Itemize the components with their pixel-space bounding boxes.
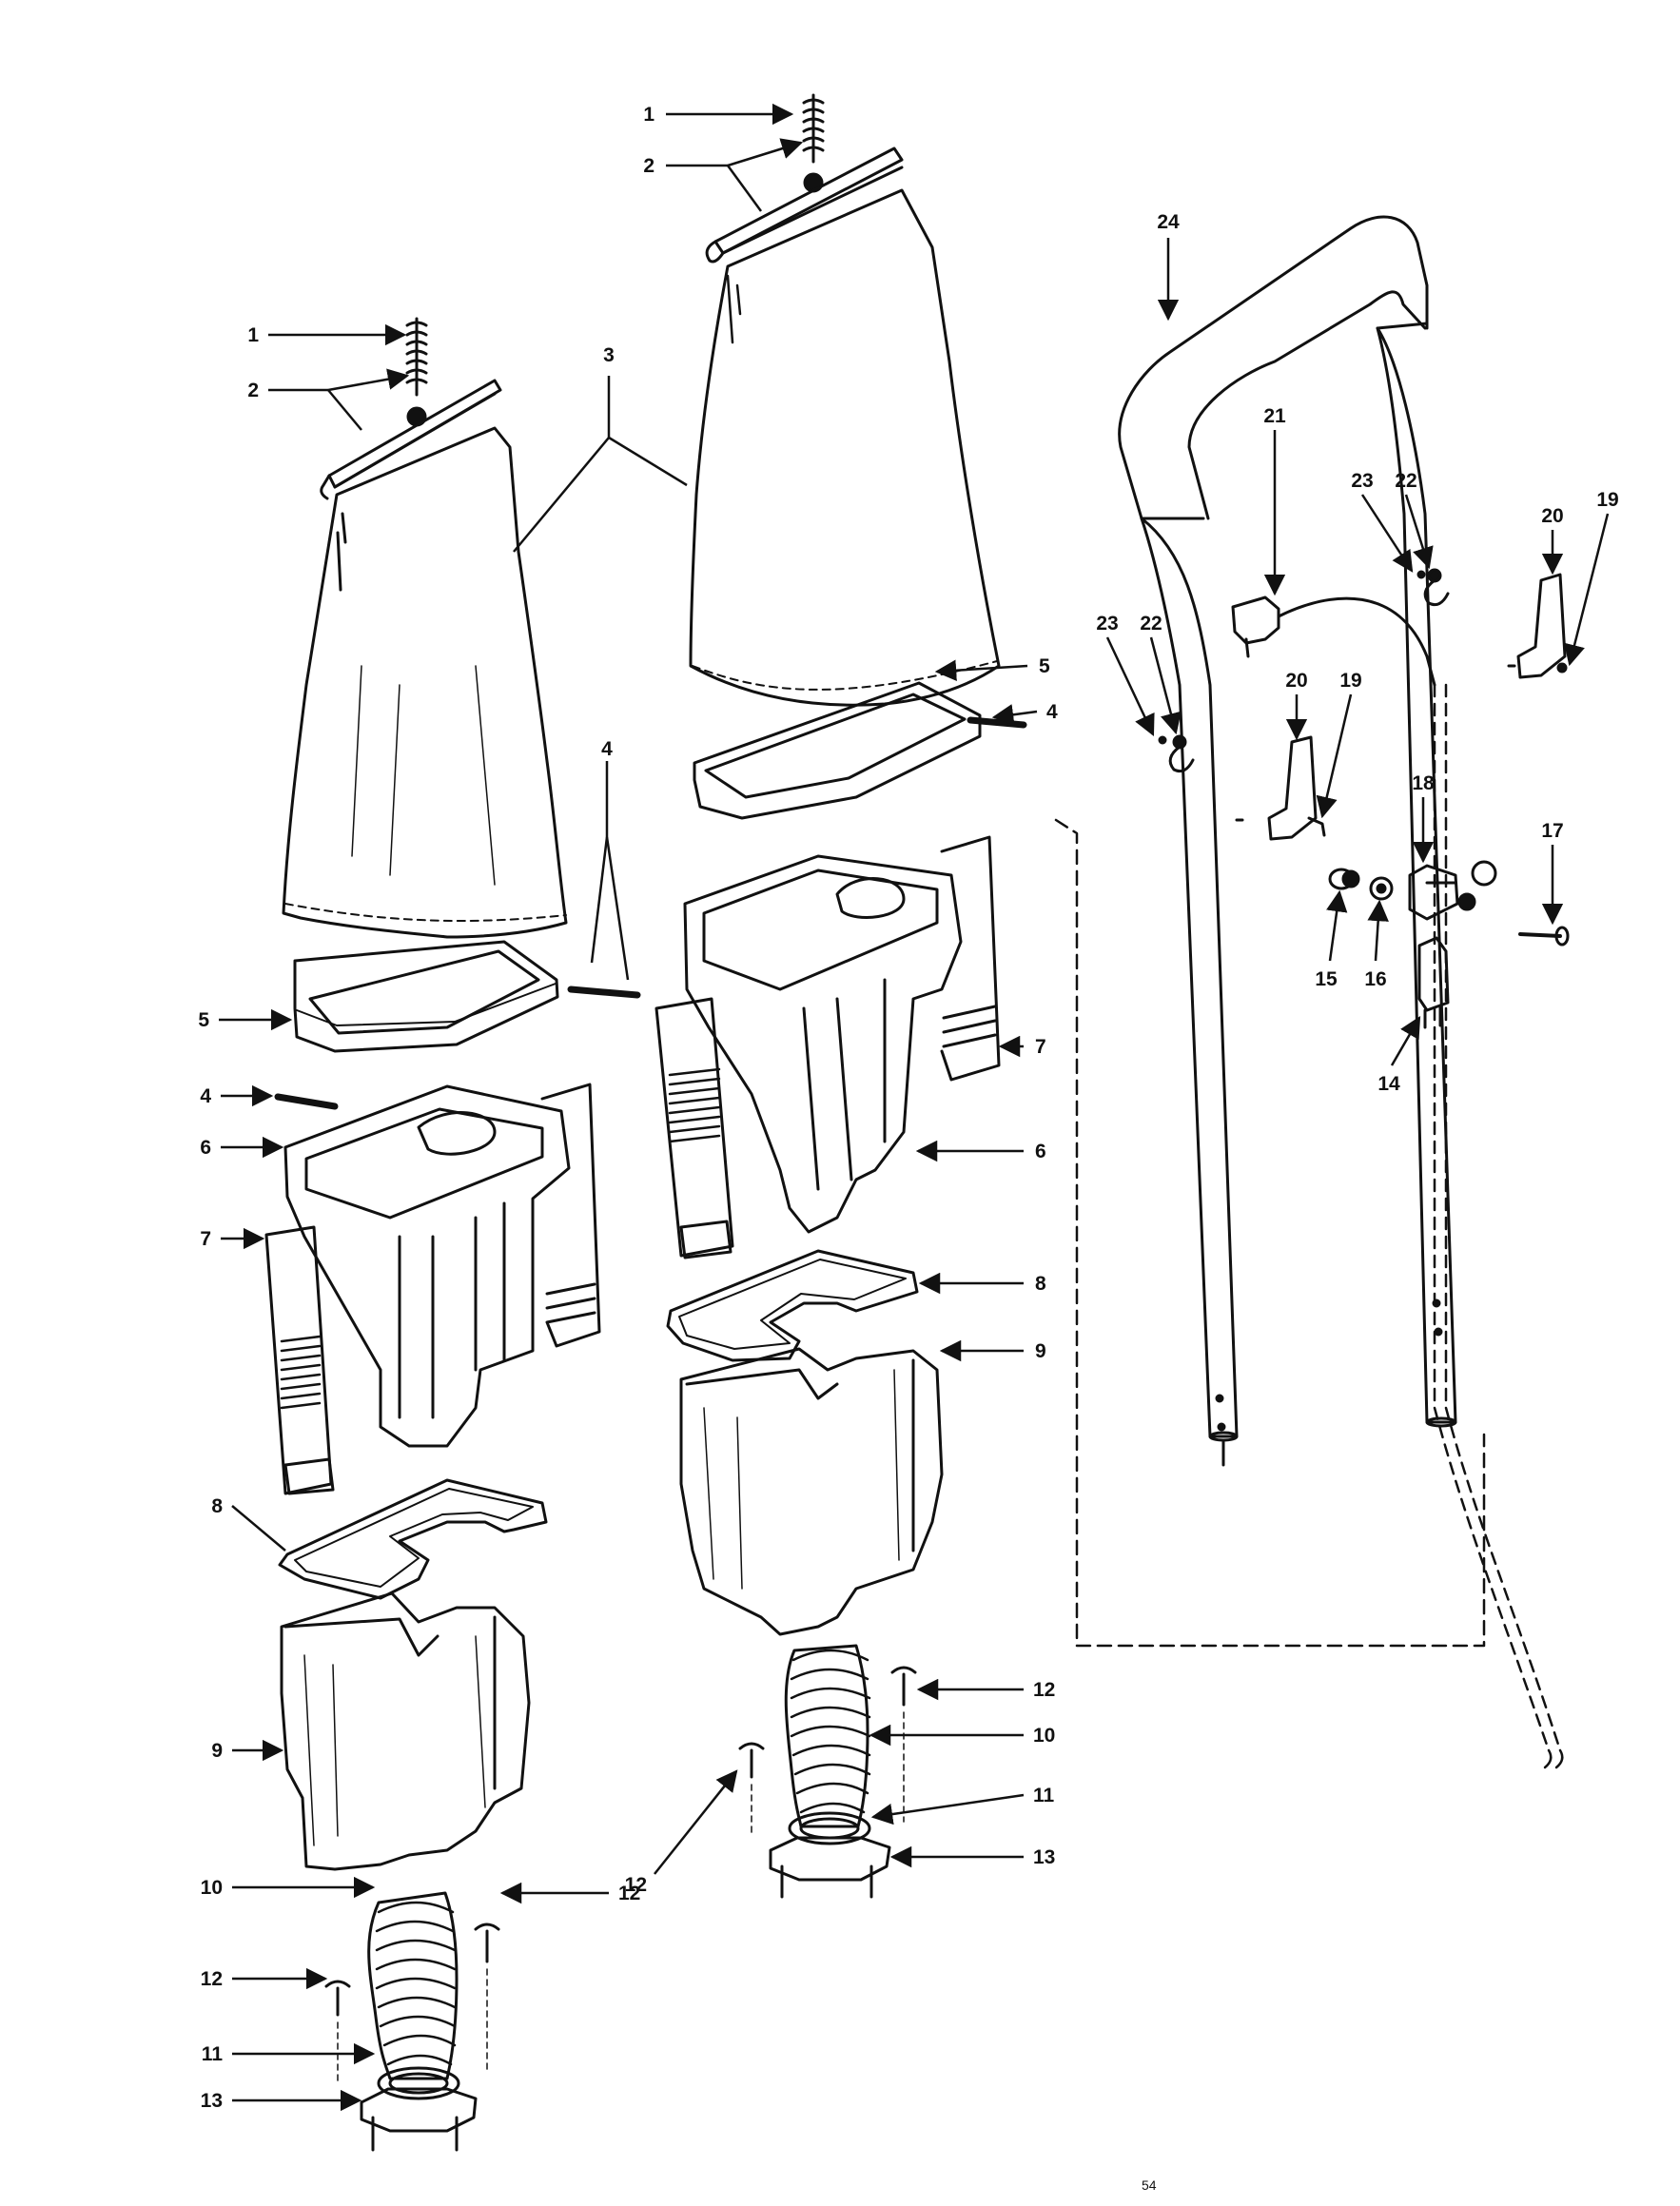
- dust-bag-center: [689, 188, 1001, 707]
- pin-center: [967, 716, 1027, 729]
- callout-7-center: 7: [1035, 1036, 1046, 1058]
- cord-hook-upper: [1416, 568, 1450, 607]
- screw-center-left: [738, 1742, 765, 1779]
- callout-5-left: 5: [198, 1009, 209, 1031]
- gasket-center: [666, 1249, 919, 1362]
- callout-18: 18: [1412, 772, 1435, 794]
- bag-clamp-center: [705, 146, 904, 264]
- callout-labels: 1 2 1 2 3 5 4 4 5 4 6 7 7 6 8 9 8 9 12 1…: [198, 104, 1618, 2112]
- callout-8-left: 8: [211, 1495, 223, 1517]
- dirt-cup-center: [679, 1347, 944, 1636]
- handle-assembly: [1054, 215, 1570, 1769]
- callout-16: 16: [1364, 968, 1386, 990]
- screw-center-right: [890, 1666, 917, 1707]
- callout-20-upper: 20: [1541, 505, 1563, 527]
- switch-bracket: [1408, 860, 1497, 921]
- callout-21: 21: [1263, 405, 1286, 427]
- callout-4-center: 4: [1046, 701, 1058, 723]
- side-panel-center: [654, 997, 734, 1259]
- callout-11-left: 11: [202, 2043, 224, 2065]
- callout-2-center: 2: [643, 155, 654, 177]
- callout-leaders: [219, 103, 1610, 2112]
- hose-center: [784, 1644, 871, 1828]
- callout-5-center: 5: [1039, 655, 1050, 677]
- hose-adapter-left: [360, 2087, 478, 2152]
- left-assembly: [264, 317, 641, 2152]
- side-panel-left: [264, 1225, 335, 1495]
- filter-frame-center: [693, 681, 982, 820]
- callout-12-left-upper: 12: [618, 1883, 640, 1904]
- gasket-left: [278, 1478, 548, 1600]
- hook-bracket-lower: [1235, 735, 1326, 841]
- callout-12-center-left: 12: [625, 1874, 647, 1896]
- hook-bracket-upper: [1507, 573, 1568, 679]
- pin-left-lower: [274, 1093, 339, 1110]
- cord-plug: [1231, 595, 1436, 687]
- callout-6-center: 6: [1035, 1141, 1046, 1162]
- callout-22-lower: 22: [1140, 613, 1162, 634]
- hose-left: [367, 1891, 459, 2080]
- pin-left-upper: [567, 986, 641, 999]
- callout-1-left: 1: [247, 324, 259, 346]
- callout-23-lower: 23: [1096, 613, 1118, 634]
- callout-7-left: 7: [200, 1228, 211, 1250]
- handle-tube: [1118, 215, 1457, 1467]
- spring-center: [802, 93, 825, 193]
- callout-8-center: 8: [1035, 1273, 1046, 1295]
- callout-19-upper: 19: [1596, 489, 1618, 511]
- callout-12-left-lower: 12: [201, 1968, 223, 1990]
- switch-14: [1417, 936, 1450, 1029]
- dirt-cup-left: [280, 1591, 531, 1871]
- callout-3: 3: [603, 344, 615, 366]
- cord-hook-lower: [1158, 734, 1195, 773]
- callout-20-lower: 20: [1285, 670, 1307, 692]
- callout-23-upper: 23: [1351, 470, 1373, 492]
- callout-4-middle: 4: [601, 738, 613, 760]
- callout-24: 24: [1157, 211, 1180, 233]
- cord-route: [1433, 683, 1551, 1752]
- callout-14: 14: [1377, 1073, 1400, 1095]
- screw-left-lower: [324, 1980, 351, 2017]
- nut-15: [1328, 868, 1360, 890]
- callout-9-center: 9: [1035, 1340, 1046, 1362]
- callout-13-center: 13: [1033, 1846, 1055, 1868]
- callout-4-left: 4: [200, 1085, 211, 1107]
- callout-13-left: 13: [201, 2090, 223, 2112]
- callout-12-center-right: 12: [1033, 1679, 1055, 1701]
- callout-17: 17: [1541, 820, 1563, 842]
- washer-16: [1369, 876, 1394, 901]
- callout-22-upper: 22: [1395, 470, 1416, 492]
- callout-6-left: 6: [200, 1137, 211, 1159]
- hose-adapter-center: [769, 1836, 891, 1899]
- callout-1-center: 1: [643, 104, 654, 126]
- callout-10-center: 10: [1033, 1725, 1055, 1747]
- footer-mark: 54: [1142, 2177, 1157, 2193]
- filter-frame-left: [293, 940, 559, 1053]
- callout-9-left: 9: [211, 1740, 223, 1762]
- bag-housing-center: [683, 835, 1001, 1234]
- assembly-link-box: [1054, 818, 1486, 1648]
- spring-left: [405, 317, 428, 427]
- hose-clamp-left: [377, 2066, 460, 2100]
- callout-19-lower: 19: [1339, 670, 1361, 692]
- callout-15: 15: [1315, 968, 1338, 990]
- bag-clamp-left: [320, 379, 502, 500]
- callout-2-left: 2: [247, 380, 259, 401]
- callout-10-left: 10: [201, 1877, 223, 1899]
- callout-11-center: 11: [1033, 1785, 1055, 1806]
- bolt-17: [1518, 926, 1570, 947]
- dust-bag-left: [282, 426, 568, 939]
- bag-housing-left: [283, 1083, 601, 1448]
- screw-left-upper: [474, 1923, 500, 1963]
- center-assembly: [654, 93, 1027, 1899]
